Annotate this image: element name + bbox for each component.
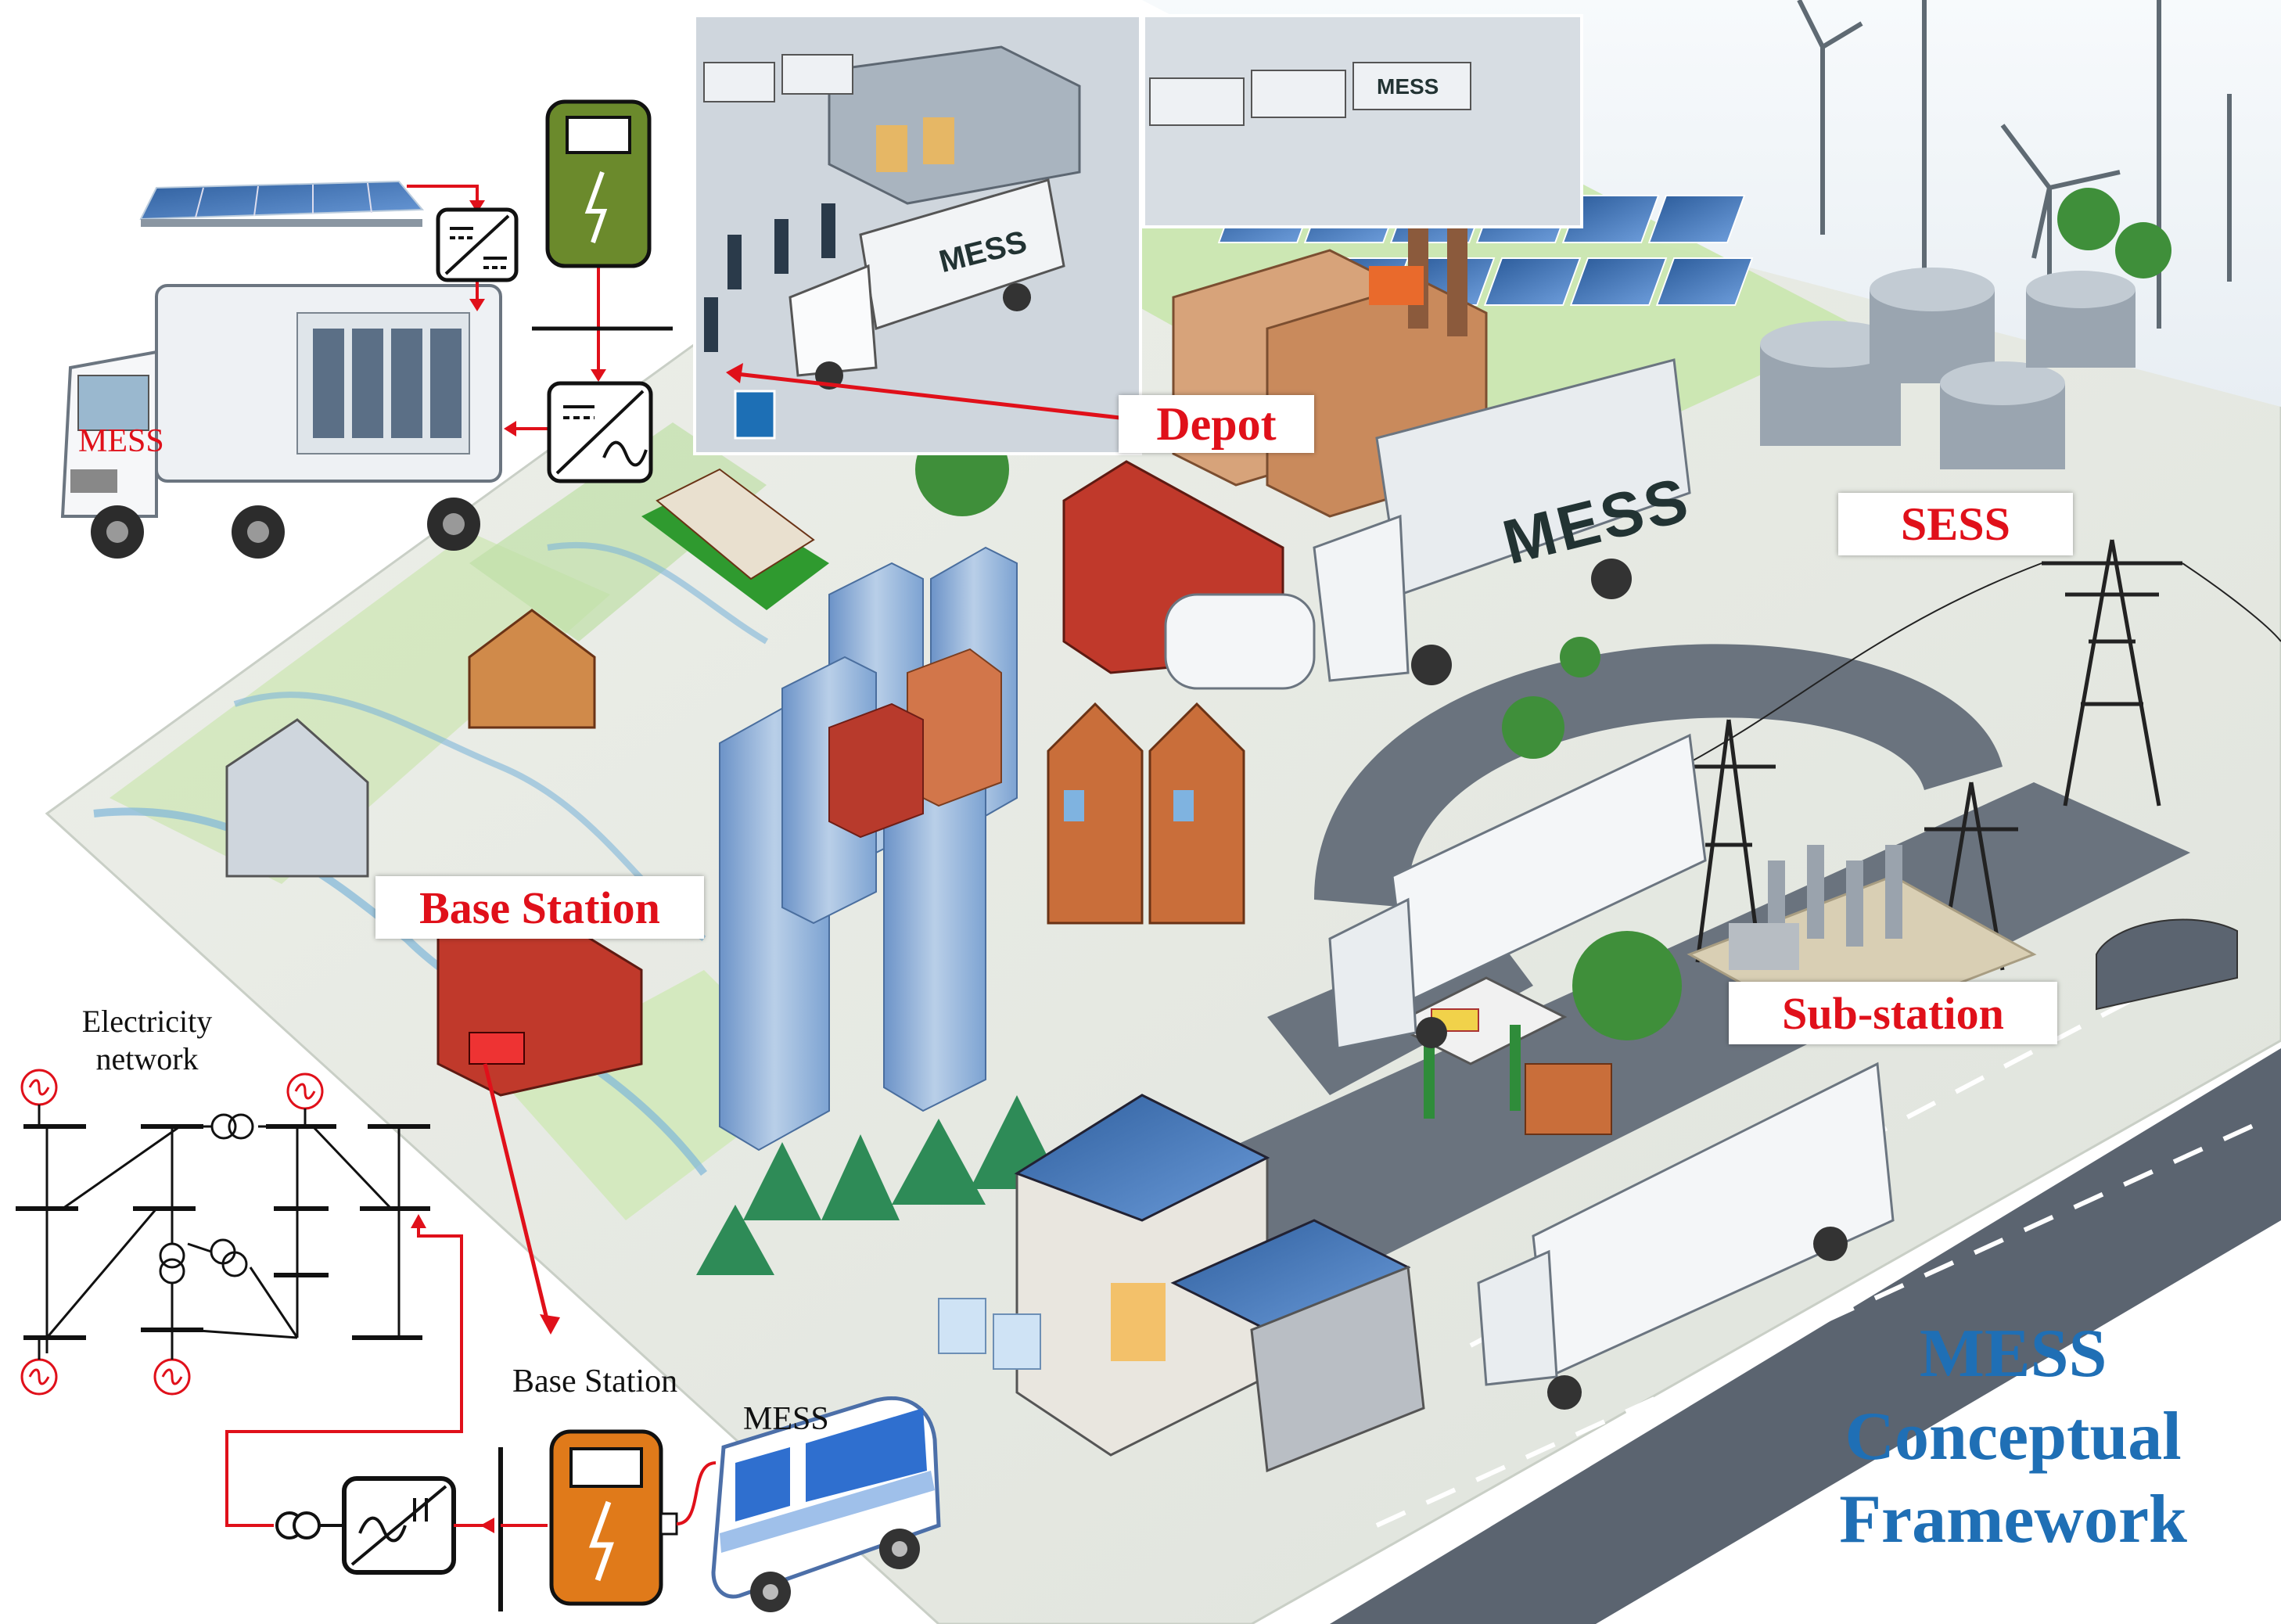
arrow-head [411, 1214, 426, 1228]
title-line-3: Framework [1839, 1482, 2187, 1558]
base-station-charger-icon [549, 1429, 678, 1606]
depot-inset [693, 14, 1583, 455]
houses [225, 468, 1245, 925]
solar-house [938, 1094, 1425, 1473]
bottom-transformer-icon [275, 1511, 321, 1540]
depot-arrow [726, 363, 1127, 421]
arrow-head [591, 369, 606, 382]
base-station-callout: Base Station [375, 876, 704, 939]
title-line-2: Conceptual [1845, 1399, 2182, 1475]
network-lines [45, 1125, 401, 1353]
wind-turbines [1797, 0, 2232, 360]
mess-truck-side-text: MESS [78, 423, 164, 459]
dc-dc-converter-icon [436, 207, 519, 282]
road-trucks [1328, 733, 2238, 1410]
sess-tanks [1760, 268, 2136, 469]
sess-callout: SESS [1838, 493, 2073, 555]
title-line-1: MESS [1919, 1316, 2107, 1392]
framework-title: MESS Conceptual Framework [1839, 1313, 2187, 1561]
charging-cable [676, 1461, 717, 1525]
depot-background-trailer-text: MESS [1377, 74, 1439, 99]
charger-icon [545, 99, 652, 268]
generator-sine [28, 1079, 316, 1385]
network-label: Electricity network [81, 1004, 213, 1076]
bus-mess-label: MESS [743, 1401, 829, 1437]
inverter-icon [547, 381, 653, 483]
mess-truck-illustration [60, 284, 502, 559]
transformer-icon [159, 1113, 254, 1284]
city-mess-truck [1164, 358, 1691, 690]
solar-panel-icon [139, 180, 425, 227]
generator-links [38, 1105, 307, 1360]
arrow-head [469, 299, 485, 311]
electricity-network-schematic [16, 1124, 430, 1340]
bus-icon [711, 1396, 941, 1612]
arrow-head [469, 200, 485, 213]
ac-dc-converter-icon [342, 1476, 456, 1575]
depot-callout: Depot [1119, 395, 1314, 453]
arrow-head [480, 1518, 494, 1533]
sub-station-callout: Sub-station [1729, 982, 2057, 1044]
grid-feed-line [225, 1220, 463, 1527]
base-station-arrow [483, 1063, 560, 1335]
base-station-schematic-label: Base Station [512, 1364, 678, 1399]
arrow-head [504, 421, 516, 437]
skyscrapers [719, 546, 1018, 1152]
